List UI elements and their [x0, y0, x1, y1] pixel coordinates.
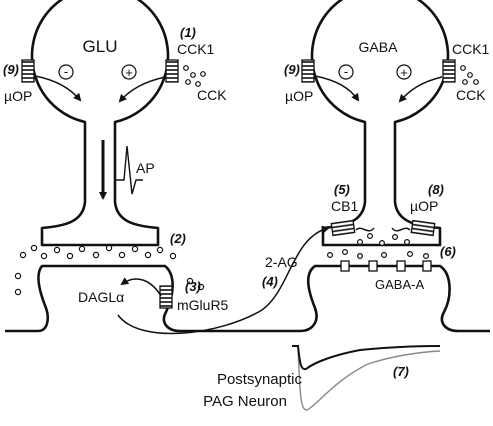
marker-9-right: (9)	[284, 62, 300, 77]
glu-label: GLU	[83, 37, 118, 56]
minus-sign-left-icon	[58, 64, 74, 80]
marker-4: (4)	[262, 274, 278, 289]
plus-label-right: +	[400, 65, 408, 80]
gaba-neuron-outline	[310, 0, 450, 247]
gaba-label: GABA	[359, 39, 399, 55]
mglur5-to-dagl-arrow	[120, 277, 162, 297]
marker-9-left: (9)	[3, 62, 19, 77]
cck-label-left: CCK	[197, 87, 227, 103]
muop-inhibition-arrow-left	[34, 75, 82, 102]
postsynaptic-label-line2: PAG Neuron	[203, 393, 287, 410]
gaba-a-label: GABA-A	[375, 277, 424, 292]
two-ag-retrograde-arrow	[117, 225, 330, 335]
cck-peptides-right	[460, 65, 479, 85]
marker-2: (2)	[170, 231, 186, 246]
dagl-label: DAGLα	[78, 289, 124, 305]
muop-label-left: µOP	[4, 88, 32, 104]
plus-sign-left-icon	[121, 64, 137, 80]
gaba-a-receptor-icons	[340, 260, 432, 272]
muop-terminal-receptor-icon	[410, 219, 436, 237]
muop-receptor-left-icon	[21, 59, 35, 83]
ap-waveform-icon	[116, 145, 143, 195]
ipsc-trace-suppressed	[292, 345, 441, 371]
cb1-gprotein-signal-icon	[355, 227, 375, 232]
two-ag-label: 2-AG	[265, 254, 298, 270]
marker-5: (5)	[334, 182, 350, 197]
cck-label-right: CCK	[456, 87, 486, 103]
glu-neuron-outline	[30, 0, 170, 247]
cck1-receptor-right-icon	[442, 59, 456, 83]
ap-label: AP	[136, 160, 155, 176]
glutamate-vesicles	[14, 244, 205, 296]
mglur5-receptor-icon	[159, 285, 173, 309]
minus-label-right: -	[344, 64, 348, 79]
mglur5-label: mGluR5	[177, 297, 229, 313]
plus-label-left: +	[125, 65, 133, 80]
cb1-receptor-icon	[330, 219, 356, 237]
marker-3: (3)	[185, 279, 201, 294]
cck1-label-left: CCK1	[177, 41, 215, 57]
cb1-label: CB1	[331, 198, 358, 214]
gaba-vesicles	[327, 233, 430, 260]
muop-gprotein-signal-icon	[391, 227, 411, 232]
marker-6: (6)	[440, 244, 456, 259]
marker-8: (8)	[428, 182, 444, 197]
cck1-excitation-arrow-left	[118, 76, 166, 103]
plus-sign-right-icon	[396, 64, 412, 80]
postsynaptic-label-line1: Postsynaptic	[217, 371, 303, 388]
cck-peptides-left	[183, 65, 206, 87]
muop-label-right: µOP	[285, 88, 313, 104]
muop-inhibition-arrow-right	[314, 75, 360, 102]
minus-label-left: -	[64, 64, 68, 79]
marker-7: (7)	[393, 364, 409, 379]
muop-receptor-right-icon	[301, 59, 315, 83]
ipsc-trace-control	[292, 345, 441, 411]
cck1-excitation-arrow-right	[398, 76, 443, 103]
cck1-label-right: CCK1	[452, 41, 490, 57]
cck1-receptor-left-icon	[165, 59, 179, 83]
minus-sign-right-icon	[338, 64, 354, 80]
marker-1: (1)	[180, 25, 196, 40]
muop-terminal-label: µOP	[410, 198, 438, 214]
